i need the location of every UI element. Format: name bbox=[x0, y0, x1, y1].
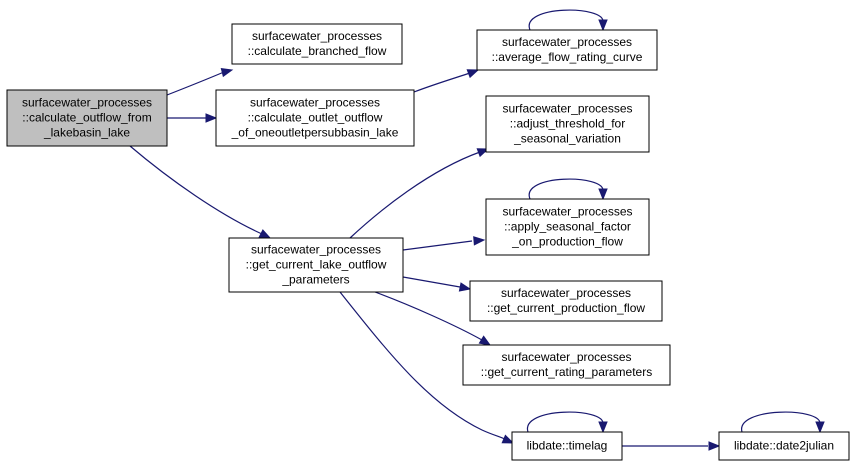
node-date2julian[interactable]: libdate::date2julian bbox=[718, 431, 850, 461]
node-label-line: _lakebasin_lake bbox=[43, 126, 130, 140]
node-root[interactable]: surfacewater_processes::calculate_outflo… bbox=[6, 89, 168, 147]
node-box bbox=[462, 344, 671, 386]
arrowhead-icon bbox=[220, 67, 234, 78]
node-box bbox=[476, 29, 658, 71]
node-getrating[interactable]: surfacewater_processes::get_current_rati… bbox=[462, 344, 671, 386]
node-box bbox=[718, 431, 850, 461]
node-label-line: _of_oneoutletpersubbasin_lake bbox=[231, 126, 399, 140]
arrowhead-icon bbox=[598, 19, 608, 32]
arrowhead-icon bbox=[473, 236, 486, 246]
node-getprod[interactable]: surfacewater_processes::get_current_prod… bbox=[469, 280, 663, 322]
edge-line bbox=[374, 291, 483, 341]
edge-root-to-branched bbox=[166, 67, 234, 96]
node-label-line: surfacewater_processes bbox=[501, 286, 631, 300]
node-adjthresh[interactable]: surfacewater_processes::adjust_threshold… bbox=[485, 95, 650, 153]
node-label-line: libdate::date2julian bbox=[734, 439, 834, 453]
node-getparams[interactable]: surfacewater_processes::get_current_lake… bbox=[228, 237, 404, 293]
node-label-line: ::calculate_branched_flow bbox=[248, 44, 387, 58]
edge-line bbox=[741, 411, 821, 433]
node-label-line: ::calculate_outlet_outflow bbox=[248, 111, 383, 125]
edge-root-to-outlet bbox=[167, 113, 218, 123]
node-label-line: surfacewater_processes bbox=[22, 96, 152, 110]
node-box bbox=[511, 431, 623, 461]
arrowhead-icon bbox=[708, 441, 721, 451]
node-label-line: surfacewater_processes bbox=[502, 35, 632, 49]
node-box bbox=[215, 89, 415, 147]
edge-getparams-to-getprod bbox=[402, 276, 472, 292]
edge-line bbox=[402, 240, 473, 251]
arrowhead-icon bbox=[258, 229, 272, 239]
edge-line bbox=[528, 9, 604, 31]
edge-line bbox=[527, 411, 604, 433]
node-branched[interactable]: surfacewater_processes::calculate_branch… bbox=[231, 23, 403, 65]
node-label-line: _parameters bbox=[281, 273, 349, 287]
edge-line bbox=[129, 145, 263, 235]
node-timelag[interactable]: libdate::timelag bbox=[511, 431, 623, 461]
edge-timelag-to-timelag bbox=[527, 411, 608, 434]
edge-getparams-to-adjthresh bbox=[349, 148, 490, 239]
node-box bbox=[6, 89, 168, 147]
edge-line bbox=[528, 178, 604, 200]
edge-date2julian-to-date2julian bbox=[741, 411, 825, 434]
node-label-line: ::adjust_threshold_for bbox=[510, 117, 625, 131]
arrowhead-icon bbox=[598, 188, 608, 201]
edge-line bbox=[349, 151, 481, 239]
node-label-line: ::apply_seasonal_factor bbox=[504, 220, 631, 234]
edge-timelag-to-date2julian bbox=[622, 441, 721, 451]
node-label-line: _on_production_flow bbox=[511, 235, 623, 249]
node-label-line: ::get_current_rating_parameters bbox=[481, 365, 652, 379]
node-label-line: surfacewater_processes bbox=[501, 350, 631, 364]
edges-layer bbox=[129, 9, 825, 451]
node-box bbox=[469, 280, 663, 322]
arrowhead-icon bbox=[205, 113, 218, 123]
arrowhead-icon bbox=[476, 148, 490, 158]
arrowhead-icon bbox=[598, 421, 608, 434]
nodes-layer: surfacewater_processes::calculate_outflo… bbox=[6, 23, 850, 461]
node-label-line: surfacewater_processes bbox=[502, 102, 632, 116]
edge-line bbox=[166, 71, 225, 96]
node-box bbox=[485, 198, 650, 256]
node-label-line: ::average_flow_rating_curve bbox=[492, 50, 643, 64]
node-label-line: surfacewater_processes bbox=[250, 96, 380, 110]
arrowhead-icon bbox=[458, 282, 472, 292]
node-label-line: _seasonal_variation bbox=[513, 132, 621, 146]
edge-applyseason-to-applyseason bbox=[528, 178, 608, 201]
node-label-line: libdate::timelag bbox=[527, 439, 608, 453]
edge-root-to-getparams bbox=[129, 145, 272, 239]
edge-getparams-to-timelag bbox=[339, 291, 515, 444]
arrowhead-icon bbox=[466, 69, 480, 79]
node-label-line: surfacewater_processes bbox=[251, 243, 381, 257]
edge-avgcurve-to-avgcurve bbox=[528, 9, 608, 32]
node-label-line: surfacewater_processes bbox=[502, 205, 632, 219]
node-box bbox=[228, 237, 404, 293]
node-box bbox=[231, 23, 403, 65]
arrowhead-icon bbox=[478, 335, 492, 346]
arrowhead-icon bbox=[501, 434, 515, 444]
edge-outlet-to-avgcurve bbox=[413, 69, 480, 93]
node-outlet[interactable]: surfacewater_processes::calculate_outlet… bbox=[215, 89, 415, 147]
node-label-line: surfacewater_processes bbox=[252, 29, 382, 43]
edge-getparams-to-applyseason bbox=[402, 236, 486, 251]
node-label-line: ::calculate_outflow_from bbox=[22, 111, 151, 125]
edge-line bbox=[413, 72, 471, 93]
node-avgcurve[interactable]: surfacewater_processes::average_flow_rat… bbox=[476, 29, 658, 71]
edge-line bbox=[402, 276, 461, 288]
edge-line bbox=[339, 291, 507, 441]
node-label-line: ::get_current_lake_outflow bbox=[246, 258, 387, 272]
edge-getparams-to-getrating bbox=[374, 291, 492, 346]
arrowhead-icon bbox=[815, 421, 825, 434]
node-box bbox=[485, 95, 650, 153]
node-label-line: ::get_current_production_flow bbox=[487, 301, 645, 315]
node-applyseason[interactable]: surfacewater_processes::apply_seasonal_f… bbox=[485, 198, 650, 256]
